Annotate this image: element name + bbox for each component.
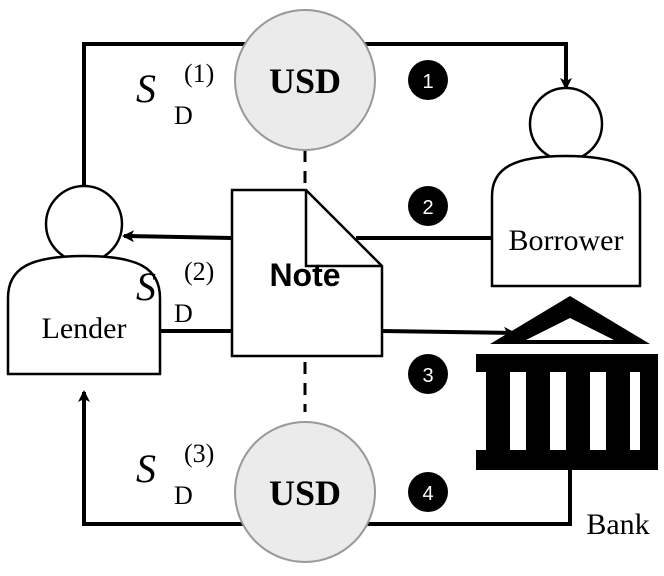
- bank-building-icon: [476, 296, 658, 470]
- svg-text:S: S: [136, 446, 156, 491]
- svg-text:(3): (3): [184, 439, 214, 468]
- svg-text:S: S: [136, 66, 156, 111]
- svg-text:(2): (2): [184, 257, 214, 286]
- signature-label-3: S (3) D: [136, 439, 214, 510]
- usd-coin-bottom: [234, 421, 376, 563]
- lender-person-icon: [6, 184, 162, 376]
- usd-coin-top: [234, 9, 376, 151]
- step-badge-4: 4: [408, 472, 448, 512]
- step-badge-2: 2: [408, 186, 448, 226]
- arrow-note-to-bank: [381, 326, 516, 339]
- svg-text:S: S: [136, 264, 156, 309]
- step-badge-1: 1: [408, 60, 448, 100]
- svg-text:1: 1: [422, 71, 433, 93]
- arrow-note-to-lender: [122, 230, 233, 243]
- svg-text:D: D: [174, 101, 193, 130]
- svg-text:D: D: [174, 299, 193, 328]
- lender-label: Lender: [42, 312, 127, 345]
- usd-coin-top-label: USD: [269, 61, 341, 101]
- usd-coin-bottom-label: USD: [269, 473, 341, 513]
- signature-label-2: S (2) D: [136, 257, 214, 328]
- borrower-label: Borrower: [509, 224, 624, 257]
- step-badge-3: 3: [408, 354, 448, 394]
- svg-text:2: 2: [422, 197, 433, 219]
- bank-label: Bank: [586, 508, 649, 541]
- svg-text:D: D: [174, 481, 193, 510]
- note-label: Note: [269, 257, 340, 293]
- svg-text:3: 3: [422, 365, 433, 387]
- svg-text:4: 4: [422, 483, 433, 505]
- signature-label-1: S (1) D: [136, 59, 214, 130]
- borrower-person-icon: [490, 86, 642, 288]
- svg-text:(1): (1): [184, 59, 214, 88]
- note-document-icon: [230, 188, 384, 358]
